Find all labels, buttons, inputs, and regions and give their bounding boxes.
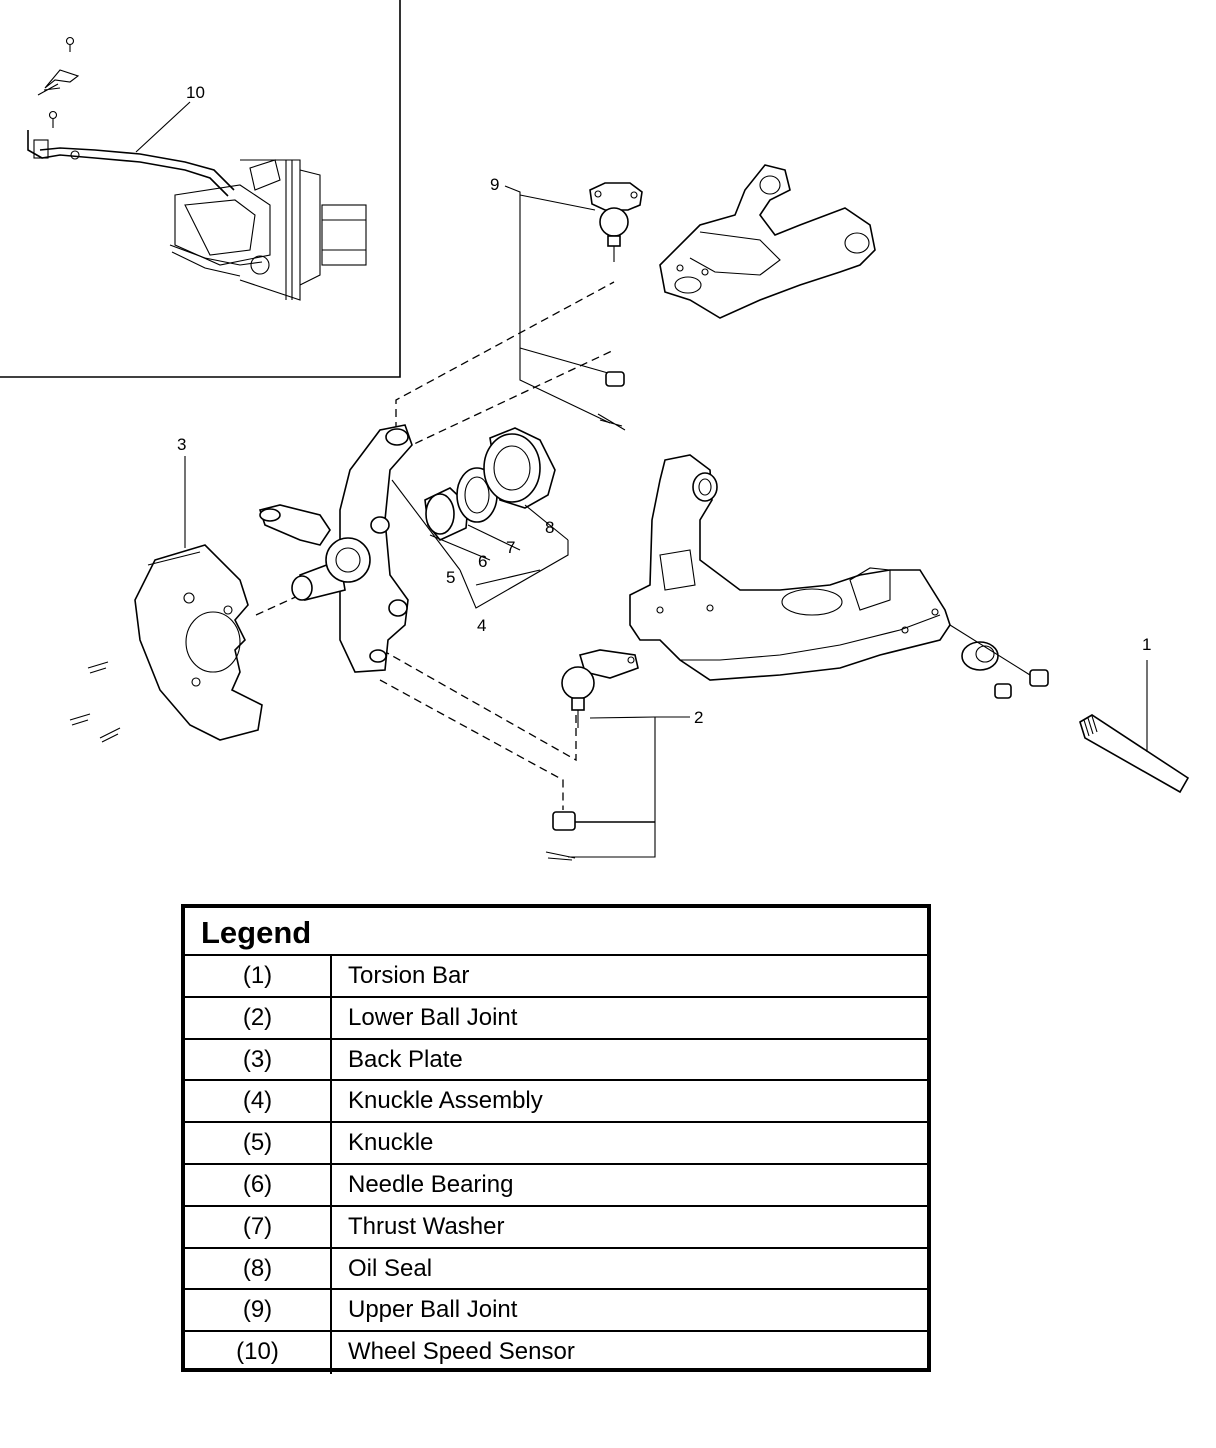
legend-row: (6) Needle Bearing	[185, 1164, 927, 1207]
legend-row: (2) Lower Ball Joint	[185, 997, 927, 1040]
callout-1: 1	[1142, 635, 1151, 654]
exploded-view-diagram: 10 9	[0, 0, 1190, 861]
legend-row: (5) Knuckle	[185, 1123, 927, 1165]
bearing-set	[424, 427, 556, 541]
legend-title: Legend	[185, 908, 927, 956]
callout-5: 5	[446, 568, 455, 587]
callout-3: 3	[177, 435, 186, 454]
back-plate: 3	[69, 435, 263, 743]
upper-ball-joint: 9	[490, 175, 643, 431]
callout-8: 8	[545, 518, 554, 537]
legend-number: (9)	[185, 1290, 332, 1331]
legend-name: Knuckle	[348, 1129, 434, 1157]
legend-row: (7) Thrust Washer	[185, 1206, 927, 1249]
legend-name: Thrust Washer	[348, 1212, 505, 1240]
legend-table: Legend (1) Torsion Bar (2) Lower Ball Jo…	[181, 904, 931, 1374]
knuckle	[258, 424, 413, 673]
legend-row: (10) Wheel Speed Sensor	[185, 1332, 927, 1374]
legend-number: (4)	[185, 1081, 332, 1122]
legend-number: (7)	[185, 1206, 332, 1247]
legend-number: (2)	[185, 997, 332, 1038]
legend-name: Torsion Bar	[348, 962, 470, 989]
assembly-guide-lines	[255, 281, 615, 810]
callout-4: 4	[477, 616, 486, 635]
legend-row: (9) Upper Ball Joint	[185, 1290, 927, 1333]
legend-name: Wheel Speed Sensor	[348, 1338, 575, 1366]
legend-name: Knuckle Assembly	[348, 1087, 543, 1115]
callout-10: 10	[186, 83, 205, 102]
legend-name: Back Plate	[348, 1045, 463, 1073]
callout-6: 6	[478, 552, 487, 571]
knuckle-assembly-bracket: 5 6 7 8 4	[391, 479, 569, 635]
legend-number: (8)	[185, 1248, 332, 1289]
torsion-bar: 1	[1079, 635, 1190, 794]
legend-name: Upper Ball Joint	[348, 1296, 518, 1324]
inset-sensor-view: 10	[0, 0, 401, 378]
legend-row: (8) Oil Seal	[185, 1248, 927, 1291]
legend-row: (1) Torsion Bar	[185, 956, 927, 998]
legend-number: (10)	[185, 1332, 332, 1374]
legend-name: Oil Seal	[348, 1254, 433, 1282]
legend-number: (1)	[185, 956, 332, 996]
legend-name: Lower Ball Joint	[348, 1003, 518, 1031]
legend-number: (3)	[185, 1039, 332, 1080]
upper-control-arm	[659, 164, 876, 319]
lower-ball-joint: 2	[545, 649, 703, 861]
callout-2: 2	[694, 708, 703, 727]
callout-9: 9	[490, 175, 499, 194]
legend-number: (6)	[185, 1164, 332, 1205]
legend-name: Needle Bearing	[348, 1170, 514, 1198]
callout-7: 7	[506, 538, 515, 557]
legend-number: (5)	[185, 1123, 332, 1163]
legend-row: (3) Back Plate	[185, 1039, 927, 1082]
lower-control-arm	[629, 454, 1049, 699]
legend-row: (4) Knuckle Assembly	[185, 1081, 927, 1124]
